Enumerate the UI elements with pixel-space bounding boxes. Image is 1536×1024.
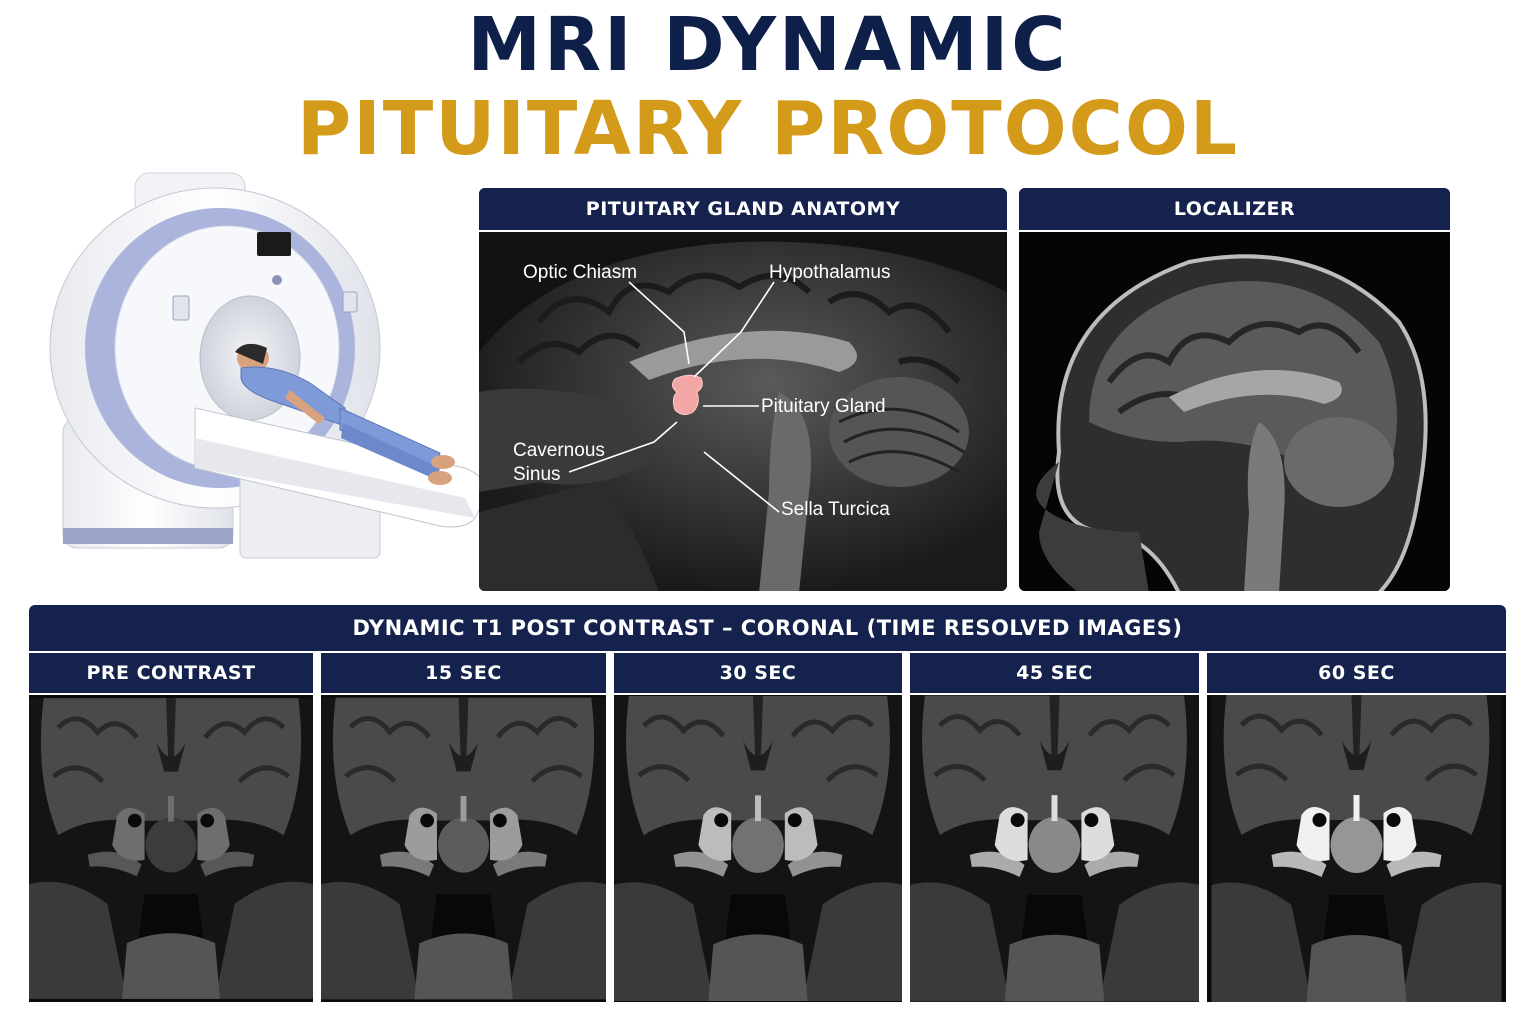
mri-scanner-illustration xyxy=(49,172,487,559)
frame-label: 60 SEC xyxy=(1207,653,1506,695)
coronal-image-pre-contrast xyxy=(29,698,313,999)
localizer-panel: LOCALIZER xyxy=(1019,188,1450,591)
label-cavernous-sinus-line1: Cavernous xyxy=(513,440,605,461)
coronal-image-15-sec xyxy=(321,697,606,1000)
label-sella-turcica: Sella Turcica xyxy=(781,499,890,520)
frame-30-sec: 30 SEC xyxy=(614,653,902,1002)
dynamic-series-heading: DYNAMIC T1 POST CONTRAST – CORONAL (TIME… xyxy=(29,605,1506,651)
label-cavernous-sinus-line2: Sinus xyxy=(513,464,561,485)
anatomy-panel: PITUITARY GLAND ANATOMY xyxy=(479,188,1007,591)
frame-60-sec: 60 SEC xyxy=(1207,653,1506,1002)
label-optic-chiasm: Optic Chiasm xyxy=(523,262,637,283)
anatomy-panel-heading: PITUITARY GLAND ANATOMY xyxy=(479,188,1007,232)
frame-label: PRE CONTRAST xyxy=(29,653,313,695)
frame-label: 30 SEC xyxy=(614,653,902,695)
coronal-image-45-sec xyxy=(910,695,1199,1002)
title-line-1: MRI DYNAMIC xyxy=(467,2,1069,88)
coronal-image-60-sec xyxy=(1211,695,1502,1002)
frame-45-sec: 45 SEC xyxy=(910,653,1199,1002)
label-hypothalamus: Hypothalamus xyxy=(769,262,890,283)
label-pituitary-gland: Pituitary Gland xyxy=(761,396,886,417)
sagittal-anatomy-image: Optic Chiasm Hypothalamus Pituitary Glan… xyxy=(479,232,1007,591)
title-line-2: PITUITARY PROTOCOL xyxy=(296,86,1240,172)
pituitary-highlight xyxy=(671,374,703,416)
localizer-panel-heading: LOCALIZER xyxy=(1019,188,1450,232)
frame-label: 15 SEC xyxy=(321,653,606,695)
sagittal-localizer-image xyxy=(1019,232,1450,591)
dynamic-series-section: DYNAMIC T1 POST CONTRAST – CORONAL (TIME… xyxy=(29,605,1506,1002)
frame-15-sec: 15 SEC xyxy=(321,653,606,1002)
frame-pre-contrast: PRE CONTRAST xyxy=(29,653,313,1002)
frame-label: 45 SEC xyxy=(910,653,1199,695)
coronal-image-30-sec xyxy=(614,696,902,1001)
